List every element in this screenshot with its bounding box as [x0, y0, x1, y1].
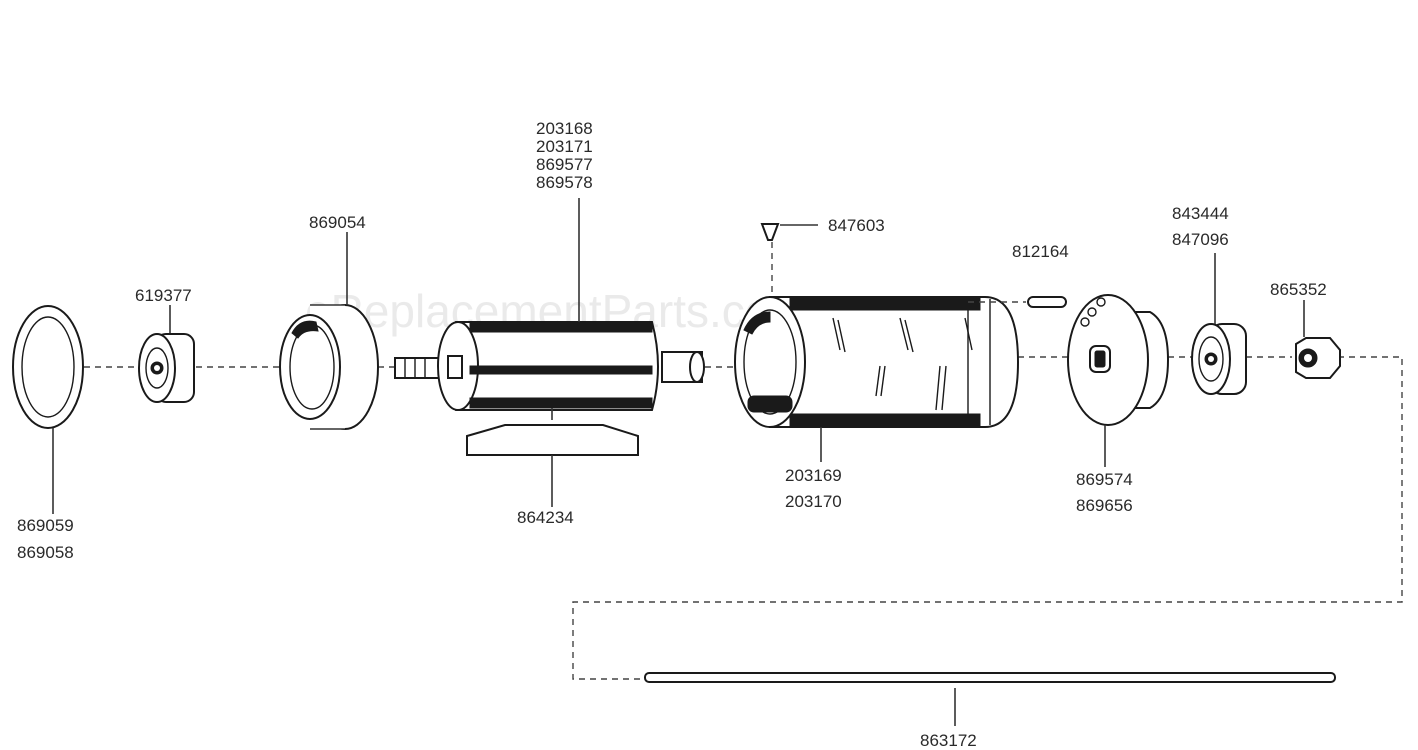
- label-nut: 865352: [1270, 280, 1327, 299]
- end-plate: [1067, 294, 1170, 467]
- set-screw: [760, 223, 818, 298]
- label-ring-b: 869058: [17, 543, 74, 562]
- label-rotor-c: 869577: [536, 155, 593, 174]
- label-endplate-b: 869656: [1076, 496, 1133, 515]
- label-rotor-b: 203171: [536, 137, 593, 156]
- label-rotor-a: 203168: [536, 119, 593, 138]
- label-cylinder-b: 203170: [785, 492, 842, 511]
- label-vane: 864234: [517, 508, 574, 527]
- tie-rod: [644, 672, 1336, 726]
- center-axis: [84, 356, 1403, 680]
- rotor-vane: [466, 424, 639, 507]
- hex-nut: [1295, 300, 1341, 379]
- rotor-assembly: [394, 198, 705, 420]
- label-pin: 812164: [1012, 242, 1069, 261]
- label-screw: 847603: [828, 216, 885, 235]
- label-ring-a: 869059: [17, 516, 74, 535]
- dowel-pin: [968, 296, 1067, 308]
- label-rod: 863172: [920, 731, 977, 750]
- cylinder: [734, 296, 1020, 462]
- label-endplate-a: 869574: [1076, 470, 1133, 489]
- label-bearing-left: 619377: [135, 286, 192, 305]
- retaining-ring: [12, 305, 84, 514]
- label-bearing-right-b: 847096: [1172, 230, 1229, 249]
- bearing-left: [138, 305, 195, 403]
- bearing-right: [1191, 253, 1247, 395]
- label-bearing-right-a: 843444: [1172, 204, 1229, 223]
- label-cylinder-a: 203169: [785, 466, 842, 485]
- front-housing: [279, 232, 379, 430]
- label-housing-left: 869054: [309, 213, 366, 232]
- label-rotor-d: 869578: [536, 173, 593, 192]
